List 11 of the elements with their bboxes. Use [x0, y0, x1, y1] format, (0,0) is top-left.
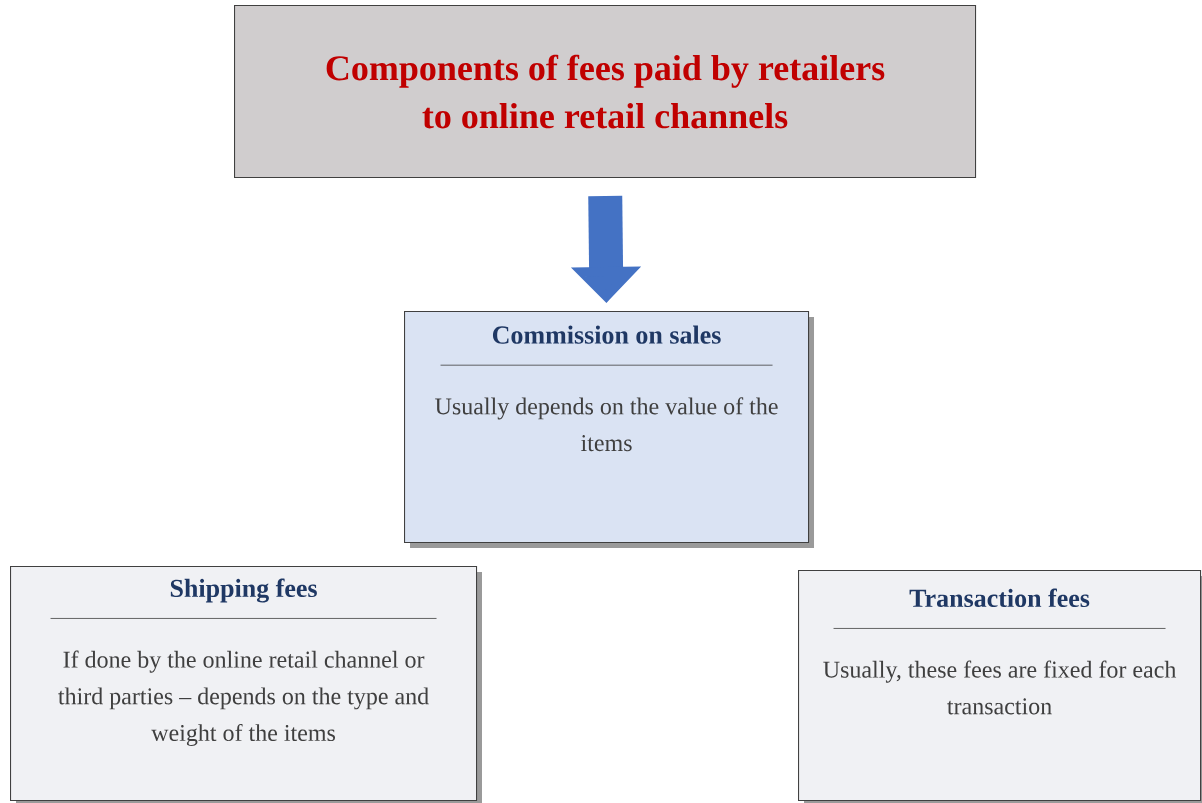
box-heading: Commission on sales — [492, 325, 721, 344]
info-box — [10, 566, 478, 802]
box-heading: Shipping fees — [170, 578, 317, 603]
box-text: If done by the online retail channel or third parties – depends on the type and weight of the items — [58, 650, 429, 747]
box-text: Usually depends on the value of the items — [435, 397, 778, 452]
box-heading: Transaction fees — [909, 588, 1090, 608]
box-text: Usually, these fees are fixed for each transaction — [823, 660, 1177, 715]
title-text: Components of fees paid by retailers to online retail channels — [326, 54, 885, 129]
title-box — [234, 5, 977, 179]
info-box — [798, 570, 1202, 802]
info-box — [404, 311, 810, 544]
